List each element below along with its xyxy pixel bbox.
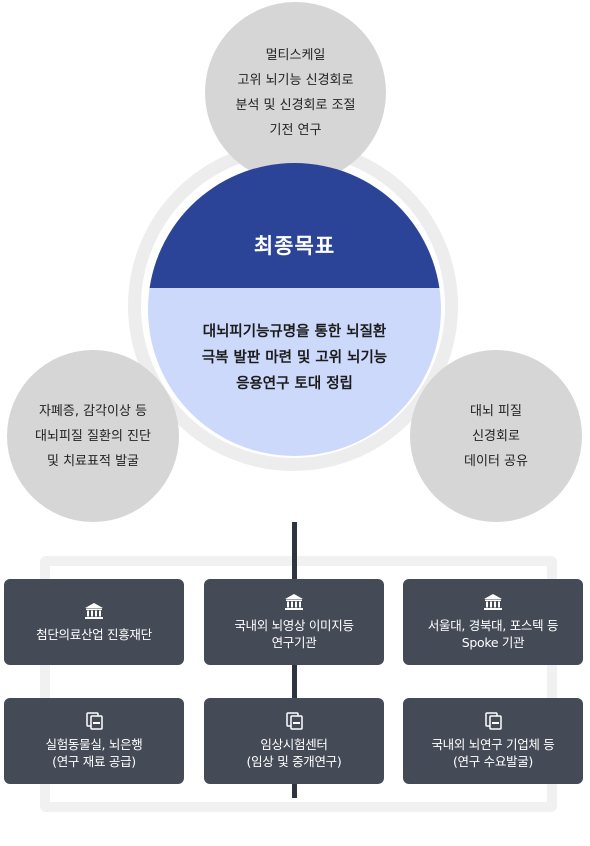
documents-icon [485, 712, 502, 730]
building-icon [484, 594, 502, 610]
building-icon [85, 602, 103, 619]
top-circle-line: 멀티스케일 [265, 47, 326, 63]
institution-box: 임상시험센터 (임상 및 중개연구) [204, 698, 384, 784]
top-circle-line: 분석 및 신경회로 조절 [235, 97, 356, 113]
institution-name: 실험동물실, 뇌은행 [45, 737, 143, 752]
left-circle-line: 자폐증, 감각이상 등 [38, 403, 148, 419]
institution-box: 실험동물실, 뇌은행 (연구 재료 공급) [4, 698, 184, 784]
institution-box: 첨단의료산업 진흥재단 [4, 579, 184, 665]
institution-name: 임상시험센터 [260, 737, 328, 752]
institution-name: 국내외 뇌영상 이미지등 [234, 618, 354, 633]
building-icon [285, 594, 303, 610]
institution-name: 서울대, 경북대, 포스텍 등 [427, 618, 559, 633]
institution-name: 첨단의료산업 진흥재단 [36, 626, 152, 642]
center-goal-body: 대뇌피기능규명을 통한 뇌질환 극복 발판 마련 및 고위 뇌기능 응용연구 토… [148, 288, 441, 456]
left-circle-line: 대뇌피질 질환의 진단 [35, 428, 151, 444]
institution-name: Spoke 기관 [461, 635, 525, 650]
center-goal-title: 최종목표 [253, 233, 336, 258]
right-circle-line: 신경회로 [472, 428, 520, 444]
institution-name: (연구 수요발굴) [452, 754, 534, 769]
institution-box: 서울대, 경북대, 포스텍 등 Spoke 기관 [403, 579, 583, 665]
institutions-frame [40, 556, 557, 812]
institution-name: 연구기관 [271, 635, 317, 650]
top-circle: 멀티스케일 고위 뇌기능 신경회로 분석 및 신경회로 조절 기전 연구 [205, 2, 386, 183]
left-circle-line: 및 치료표적 발굴 [47, 453, 139, 469]
institution-name: 국내외 뇌연구 기업체 등 [431, 737, 555, 752]
documents-icon [286, 712, 303, 730]
center-goal-circle: 최종목표 대뇌피기능규명을 통한 뇌질환 극복 발판 마련 및 고위 뇌기능 응… [148, 163, 441, 456]
documents-icon [86, 712, 103, 730]
center-goal-line: 대뇌피기능규명을 통한 뇌질환 [202, 324, 387, 340]
center-goal-line: 극복 발판 마련 및 고위 뇌기능 [201, 350, 388, 366]
institution-name: (임상 및 중개연구) [246, 754, 342, 769]
center-goal-line: 응용연구 토대 정립 [236, 376, 353, 392]
institution-box: 국내외 뇌연구 기업체 등 (연구 수요발굴) [403, 698, 583, 784]
institution-box: 국내외 뇌영상 이미지등 연구기관 [204, 579, 384, 665]
right-circle-line: 대뇌 피질 [470, 403, 522, 419]
top-circle-line: 기전 연구 [269, 122, 322, 138]
center-goal-header: 최종목표 [148, 163, 441, 288]
top-circle-line: 고위 뇌기능 신경회로 [237, 72, 354, 88]
right-circle-line: 데이터 공유 [464, 453, 528, 469]
institution-name: (연구 재료 공급) [52, 754, 136, 769]
